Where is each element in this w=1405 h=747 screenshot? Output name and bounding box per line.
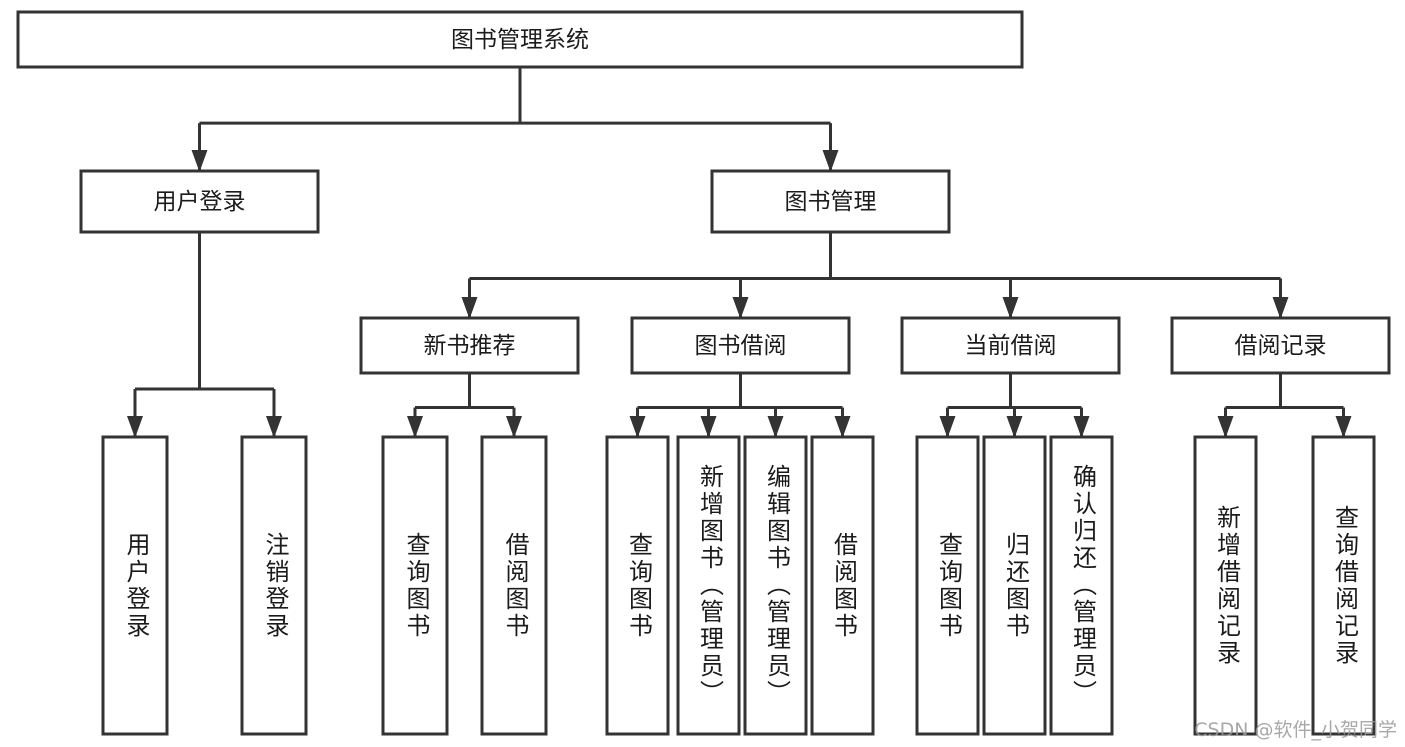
node-box-leaf-query-book-1[interactable] bbox=[381, 435, 449, 736]
node-box-book-management[interactable] bbox=[710, 169, 951, 234]
arrow-head-icon bbox=[1002, 297, 1019, 319]
arrow-head-icon bbox=[822, 150, 839, 172]
arrow-head-icon bbox=[127, 416, 143, 438]
node-box-leaf-user-login[interactable] bbox=[101, 435, 169, 736]
arrow-head-icon bbox=[700, 416, 717, 438]
node-box-leaf-borrow-book-2[interactable] bbox=[810, 435, 875, 736]
arrow-head-icon bbox=[1272, 297, 1289, 319]
arrow-head-icon bbox=[767, 416, 784, 438]
node-box-leaf-query-book-2[interactable] bbox=[605, 435, 670, 736]
node-label-borrow-record: 借阅记录 bbox=[1235, 333, 1327, 359]
node-box-book-borrow[interactable] bbox=[630, 316, 851, 375]
node-label-root: 图书管理系统 bbox=[451, 27, 589, 53]
nodes-layer bbox=[16, 10, 1391, 736]
node-box-root[interactable] bbox=[16, 10, 1024, 69]
node-box-leaf-add-record[interactable] bbox=[1193, 435, 1258, 736]
watermark-text: CSDN @软件_小贺同学 bbox=[1194, 719, 1397, 741]
node-box-new-book-recommend[interactable] bbox=[359, 316, 580, 375]
node-box-user-login[interactable] bbox=[79, 169, 320, 234]
arrow-head-icon bbox=[1335, 416, 1352, 438]
arrow-head-icon bbox=[407, 416, 423, 438]
node-label-user-login: 用户登录 bbox=[154, 189, 246, 215]
arrow-head-icon bbox=[506, 416, 522, 438]
node-box-leaf-confirm-return[interactable] bbox=[1049, 435, 1114, 736]
node-label-book-management: 图书管理 bbox=[785, 189, 877, 215]
node-box-leaf-user-logout[interactable] bbox=[240, 435, 308, 736]
arrow-head-icon bbox=[266, 416, 282, 438]
arrow-head-icon bbox=[1006, 416, 1023, 438]
arrow-head-icon bbox=[1073, 416, 1090, 438]
arrow-head-icon bbox=[629, 416, 646, 438]
node-box-leaf-borrow-book-1[interactable] bbox=[480, 435, 548, 736]
node-box-leaf-add-book[interactable] bbox=[676, 435, 741, 736]
node-label-current-borrow: 当前借阅 bbox=[965, 333, 1057, 359]
node-label-new-book-recommend: 新书推荐 bbox=[424, 333, 516, 359]
node-box-leaf-edit-book[interactable] bbox=[743, 435, 808, 736]
arrow-head-icon bbox=[461, 297, 478, 319]
arrow-head-icon bbox=[939, 416, 956, 438]
arrow-head-icon bbox=[834, 416, 851, 438]
node-box-leaf-return-book[interactable] bbox=[982, 435, 1047, 736]
node-box-leaf-query-record[interactable] bbox=[1311, 435, 1376, 736]
arrow-head-icon bbox=[732, 297, 749, 319]
node-box-leaf-query-book-3[interactable] bbox=[915, 435, 980, 736]
node-box-borrow-record[interactable] bbox=[1170, 316, 1391, 375]
node-label-book-borrow: 图书借阅 bbox=[695, 333, 787, 359]
arrow-head-icon bbox=[191, 150, 208, 172]
edges-layer bbox=[127, 67, 1352, 438]
arrow-head-icon bbox=[1217, 416, 1234, 438]
node-box-current-borrow[interactable] bbox=[900, 316, 1121, 375]
